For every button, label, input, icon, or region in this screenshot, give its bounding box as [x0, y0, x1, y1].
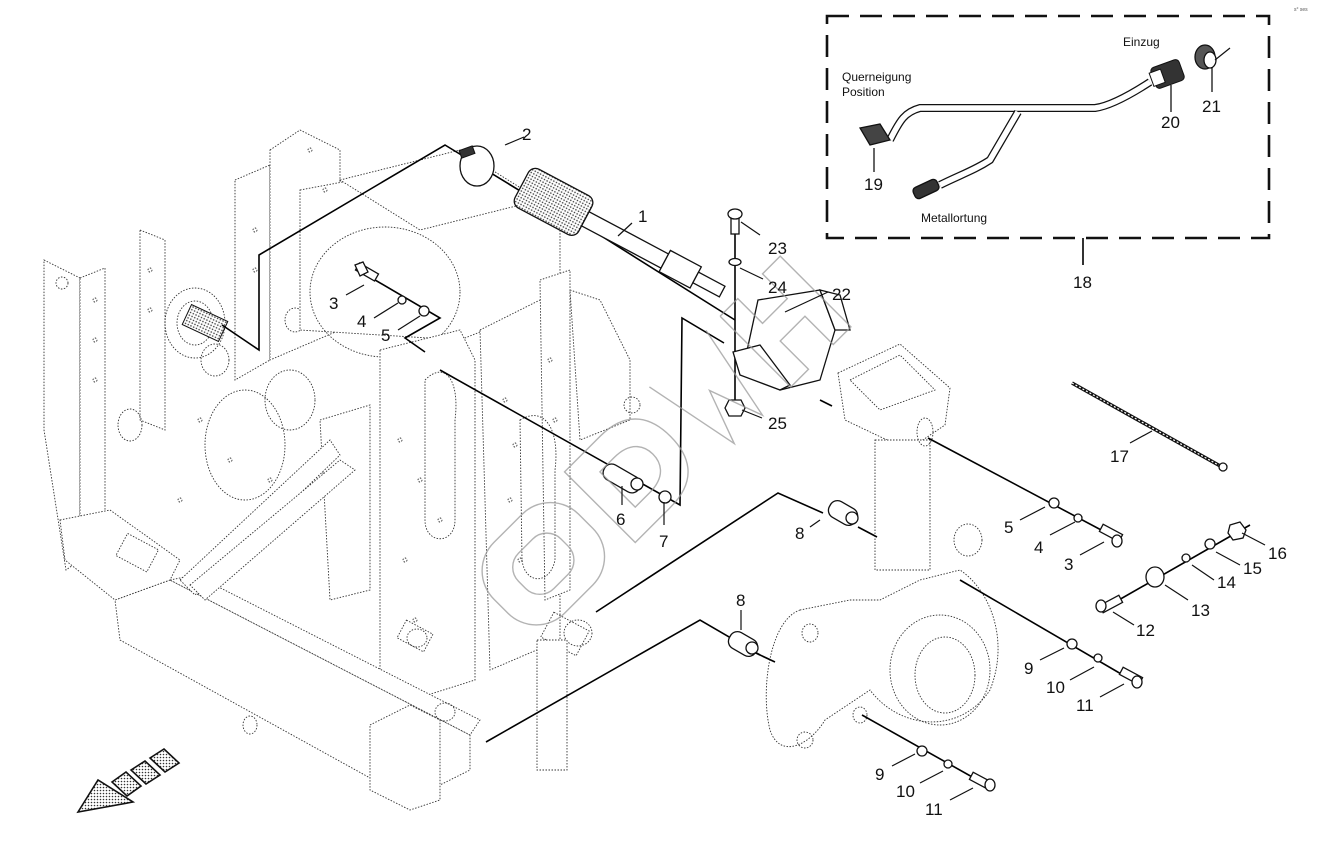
callout-8: 8 [795, 524, 804, 543]
caption-einzug: Einzug [1123, 35, 1160, 49]
sensor-guard [732, 289, 851, 391]
caption-position: Position [842, 85, 885, 99]
callout-12: 12 [1136, 621, 1155, 640]
plate-holes [92, 147, 558, 623]
bolt-group-12-16 [1095, 521, 1247, 614]
caption-metallortung: Metallortung [921, 211, 987, 225]
callout-ticks [345, 136, 1266, 801]
callout-10: 10 [896, 782, 915, 801]
callout-14: 14 [1217, 573, 1236, 592]
reference-code: s° ses [1294, 7, 1308, 13]
watermark-logo [481, 255, 852, 626]
callout-20: 20 [1161, 113, 1180, 132]
callout-23: 23 [768, 239, 787, 258]
drive-shaft [513, 167, 726, 298]
callout-labels: 1 2 3 4 5 6 7 8 8 5 4 3 9 10 11 9 10 11 … [329, 97, 1287, 819]
callout-15: 15 [1243, 559, 1262, 578]
gearbox [765, 343, 999, 749]
callout-21: 21 [1202, 97, 1221, 116]
callout-6: 6 [616, 510, 625, 529]
callout-13: 13 [1191, 601, 1210, 620]
callout-19: 19 [864, 175, 883, 194]
bolt-group-upper [354, 261, 430, 317]
callout-1: 1 [638, 207, 647, 226]
caption-querneigung: Querneigung [842, 70, 911, 84]
hose-clamp [458, 145, 495, 187]
callout-4: 4 [357, 312, 366, 331]
callout-18: 18 [1073, 273, 1092, 292]
callout-5: 5 [381, 326, 390, 345]
bolt-group-right-3-5 [1048, 497, 1124, 548]
callout-11: 11 [925, 800, 943, 819]
callout-22: 22 [832, 285, 851, 304]
callout-25: 25 [768, 414, 787, 433]
callout-17: 17 [1110, 447, 1129, 466]
machine-frame [43, 129, 641, 811]
callout-3: 3 [1064, 555, 1073, 574]
assembly-captions: Einzug Querneigung Position Metallortung [842, 35, 1160, 225]
cable-tie [1071, 381, 1228, 472]
callout-2: 2 [522, 125, 531, 144]
bolt-group-9-11-lower [916, 745, 996, 792]
callout-10: 10 [1046, 678, 1065, 697]
callout-7: 7 [659, 532, 668, 551]
callout-4: 4 [1034, 538, 1043, 557]
bushings [727, 499, 859, 658]
bolt-group-9-11-upper [1066, 638, 1144, 689]
spacer-sleeve [602, 463, 672, 504]
callout-11: 11 [1076, 696, 1094, 715]
callout-3: 3 [329, 294, 338, 313]
callout-9: 9 [1024, 659, 1033, 678]
callout-16: 16 [1268, 544, 1287, 563]
callout-24: 24 [768, 278, 787, 297]
callout-9: 9 [875, 765, 884, 784]
callout-8: 8 [736, 591, 745, 610]
callout-5: 5 [1004, 518, 1013, 537]
travel-direction-arrow-icon [76, 747, 181, 814]
harness-assembly-box [825, 14, 1271, 240]
